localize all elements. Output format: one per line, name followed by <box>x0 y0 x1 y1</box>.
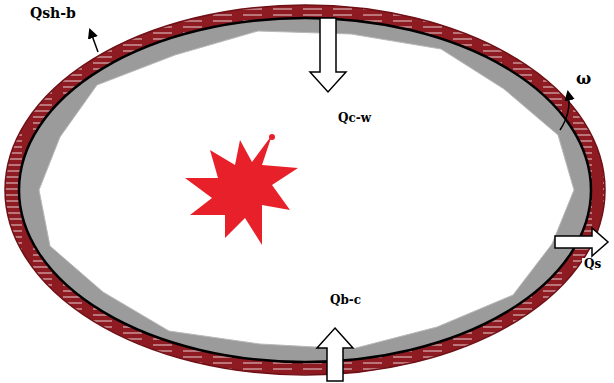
rotation-arrow <box>560 92 569 130</box>
flame-dot <box>269 134 275 140</box>
kiln-shell <box>5 5 605 375</box>
flow-label: Qc-w <box>336 112 373 125</box>
flow-label: Qs <box>582 258 603 271</box>
leader-arrow <box>90 30 98 52</box>
flow-label: ω <box>574 70 593 88</box>
flow-label: Qsh-b <box>28 6 78 21</box>
kiln-interior <box>39 31 574 349</box>
flame-star <box>185 135 298 245</box>
flow-label: Qb-c <box>328 294 363 307</box>
heat-arrow-out <box>555 228 608 256</box>
heat-arrow-down <box>310 18 346 92</box>
coating-layer <box>19 18 591 362</box>
heat-arrow-up <box>317 328 353 381</box>
